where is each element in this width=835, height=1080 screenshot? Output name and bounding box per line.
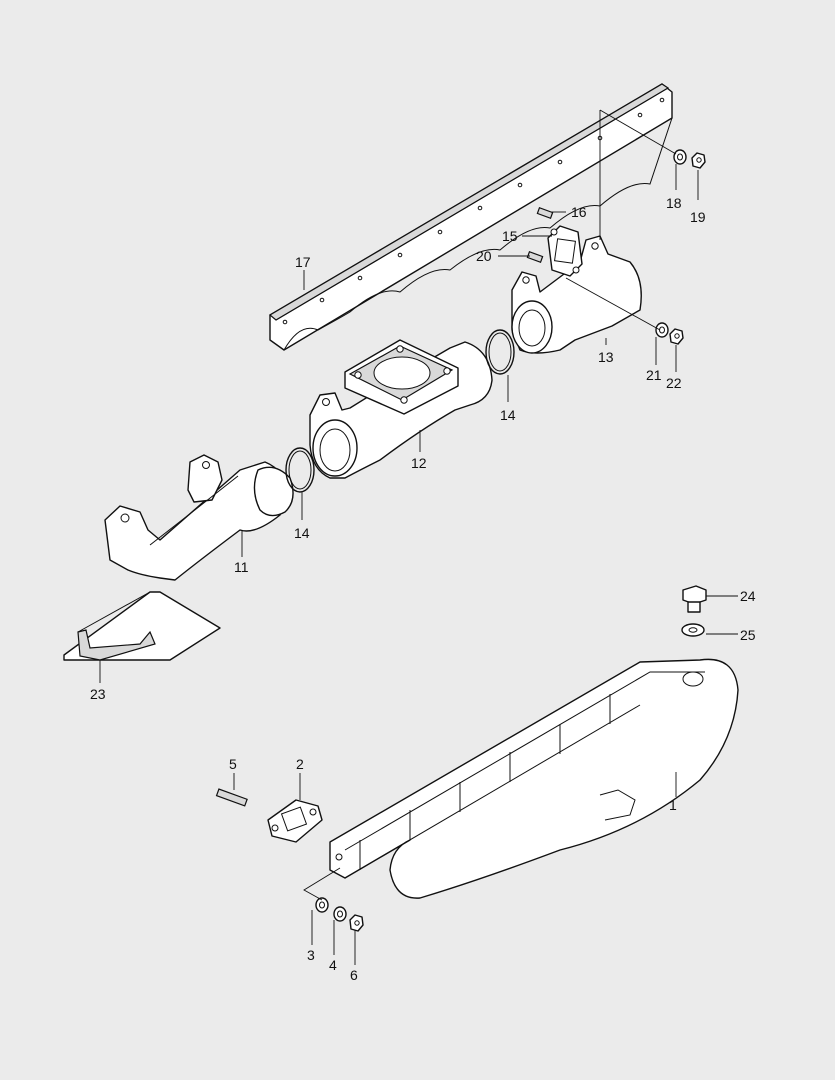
- callout-4: 4: [329, 957, 337, 973]
- washers-and-nuts-upper: [655, 149, 706, 345]
- callout-23: 23: [90, 686, 106, 702]
- callout-18: 18: [666, 195, 682, 211]
- callout-12: 12: [411, 455, 427, 471]
- callout-20: 20: [476, 248, 492, 264]
- callout-6: 6: [350, 967, 358, 983]
- center-exhaust-pipe: [309, 339, 493, 479]
- sealing-rings: [285, 329, 515, 493]
- gasket-and-fasteners-lower: [215, 788, 364, 932]
- callout-2: 2: [296, 756, 304, 772]
- intake-manifold: [329, 658, 739, 899]
- callout-21: 21: [646, 367, 662, 383]
- callout-19: 19: [690, 209, 706, 225]
- callout-labels: 1 2 3 4 5 6 11 12 13 14 14 15 16 17 18 1…: [90, 195, 756, 983]
- bottom-heat-shield: [63, 591, 221, 661]
- callout-5: 5: [229, 756, 237, 772]
- leader-lines: [99, 109, 738, 965]
- heat-shield-rail: [268, 83, 673, 351]
- callout-3: 3: [307, 947, 315, 963]
- callout-17: 17: [295, 254, 311, 270]
- callout-11: 11: [234, 559, 249, 575]
- callout-25: 25: [740, 627, 756, 643]
- callout-22: 22: [666, 375, 682, 391]
- gasket-and-studs-upper: [526, 207, 583, 277]
- callout-14a: 14: [294, 525, 310, 541]
- callout-14b: 14: [500, 407, 516, 423]
- callout-24: 24: [740, 588, 756, 604]
- drain-plug-and-washer: [681, 585, 707, 637]
- exhaust-elbow-pipe: [104, 454, 294, 581]
- rear-exhaust-pipe: [511, 235, 642, 354]
- callout-15: 15: [502, 228, 518, 244]
- callout-16: 16: [571, 204, 587, 220]
- callout-1: 1: [669, 797, 677, 813]
- callout-13: 13: [598, 349, 614, 365]
